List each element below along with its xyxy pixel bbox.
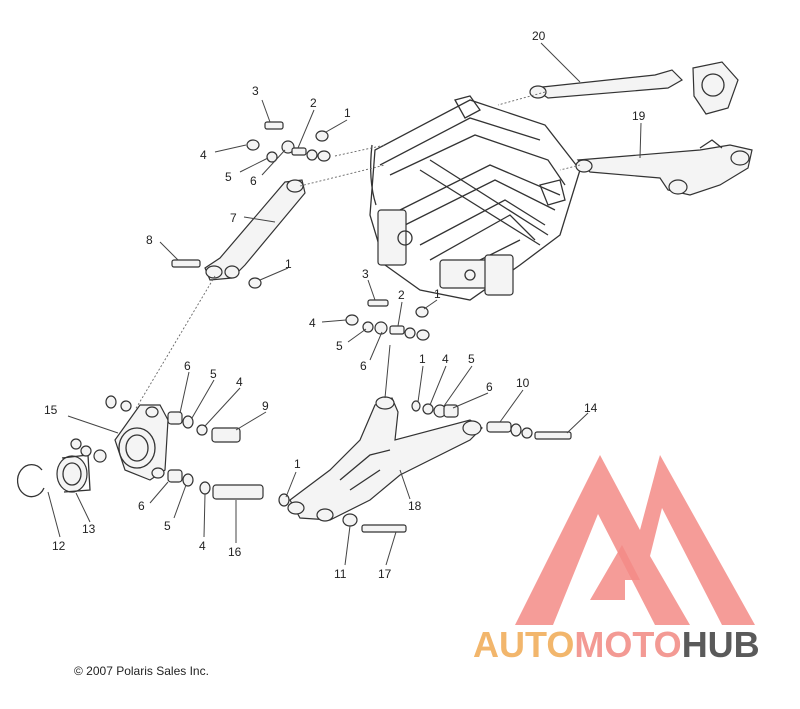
logo-word-hub: HUB bbox=[682, 624, 760, 665]
lower-radius-rod-19 bbox=[575, 139, 753, 196]
callout-6-low: 6 bbox=[138, 499, 145, 513]
logo-inner-hook bbox=[590, 545, 640, 600]
callout-20: 20 bbox=[532, 29, 546, 43]
leader-lines bbox=[47, 42, 642, 566]
assembly-lines bbox=[134, 91, 581, 411]
callout-1-right: 1 bbox=[419, 352, 426, 366]
callouts: 3 2 1 4 5 6 7 8 1 3 2 1 4 5 6 1 4 5 6 10… bbox=[44, 29, 646, 581]
snap-ring-12 bbox=[16, 464, 45, 498]
logo-word-auto: AUTO bbox=[473, 624, 574, 665]
logo-triangle-outer bbox=[515, 455, 755, 625]
callout-6-right: 6 bbox=[486, 380, 493, 394]
callout-9: 9 bbox=[262, 399, 269, 413]
toe-link-7 bbox=[204, 179, 306, 281]
callout-18: 18 bbox=[408, 499, 422, 513]
callout-15: 15 bbox=[44, 403, 58, 417]
callout-5-top: 5 bbox=[225, 170, 232, 184]
callout-1-top: 1 bbox=[344, 106, 351, 120]
callout-2-top: 2 bbox=[310, 96, 317, 110]
callout-1-low: 1 bbox=[294, 457, 301, 471]
callout-6-top: 6 bbox=[250, 174, 257, 188]
callout-3-mid: 3 bbox=[362, 267, 369, 281]
callout-1-link: 1 bbox=[285, 257, 292, 271]
lower-a-arm-18 bbox=[287, 396, 483, 522]
callout-6-mid: 6 bbox=[360, 359, 367, 373]
callout-3-top: 3 bbox=[252, 84, 259, 98]
callout-10: 10 bbox=[516, 376, 530, 390]
callout-1-mid: 1 bbox=[434, 287, 441, 301]
callout-5-mid: 5 bbox=[336, 339, 343, 353]
svg-text:AUTOMOTOHUB: AUTOMOTOHUB bbox=[473, 624, 760, 665]
callout-11: 11 bbox=[334, 567, 347, 581]
callout-6-left: 6 bbox=[184, 359, 191, 373]
callout-7: 7 bbox=[230, 211, 237, 225]
callout-5-low: 5 bbox=[164, 519, 171, 533]
automotohub-logo-mark bbox=[515, 455, 755, 625]
callout-2-mid: 2 bbox=[398, 288, 405, 302]
callout-13: 13 bbox=[82, 522, 96, 536]
automotohub-logo-text: AUTOMOTOHUB bbox=[473, 624, 760, 665]
copyright-notice: © 2007 Polaris Sales Inc. bbox=[74, 664, 209, 678]
callout-8: 8 bbox=[146, 233, 153, 247]
callout-5-left: 5 bbox=[210, 367, 217, 381]
callout-4-low: 4 bbox=[199, 539, 206, 553]
callout-4-left: 4 bbox=[236, 375, 243, 389]
callout-4-top: 4 bbox=[200, 148, 207, 162]
callout-4-right: 4 bbox=[442, 352, 449, 366]
callout-17: 17 bbox=[378, 567, 392, 581]
frame-assembly bbox=[369, 95, 581, 301]
callout-4-mid: 4 bbox=[309, 316, 316, 330]
callout-19: 19 bbox=[632, 109, 646, 123]
bearing-carrier-15 bbox=[114, 404, 169, 481]
callout-16: 16 bbox=[228, 545, 242, 559]
bearing-13 bbox=[56, 454, 91, 493]
callout-12: 12 bbox=[52, 539, 66, 553]
callout-14: 14 bbox=[584, 401, 598, 415]
upper-radius-rod-20 bbox=[529, 61, 739, 115]
logo-word-moto: MOTO bbox=[574, 624, 681, 665]
callout-5-right: 5 bbox=[468, 352, 475, 366]
hardware bbox=[70, 121, 572, 533]
